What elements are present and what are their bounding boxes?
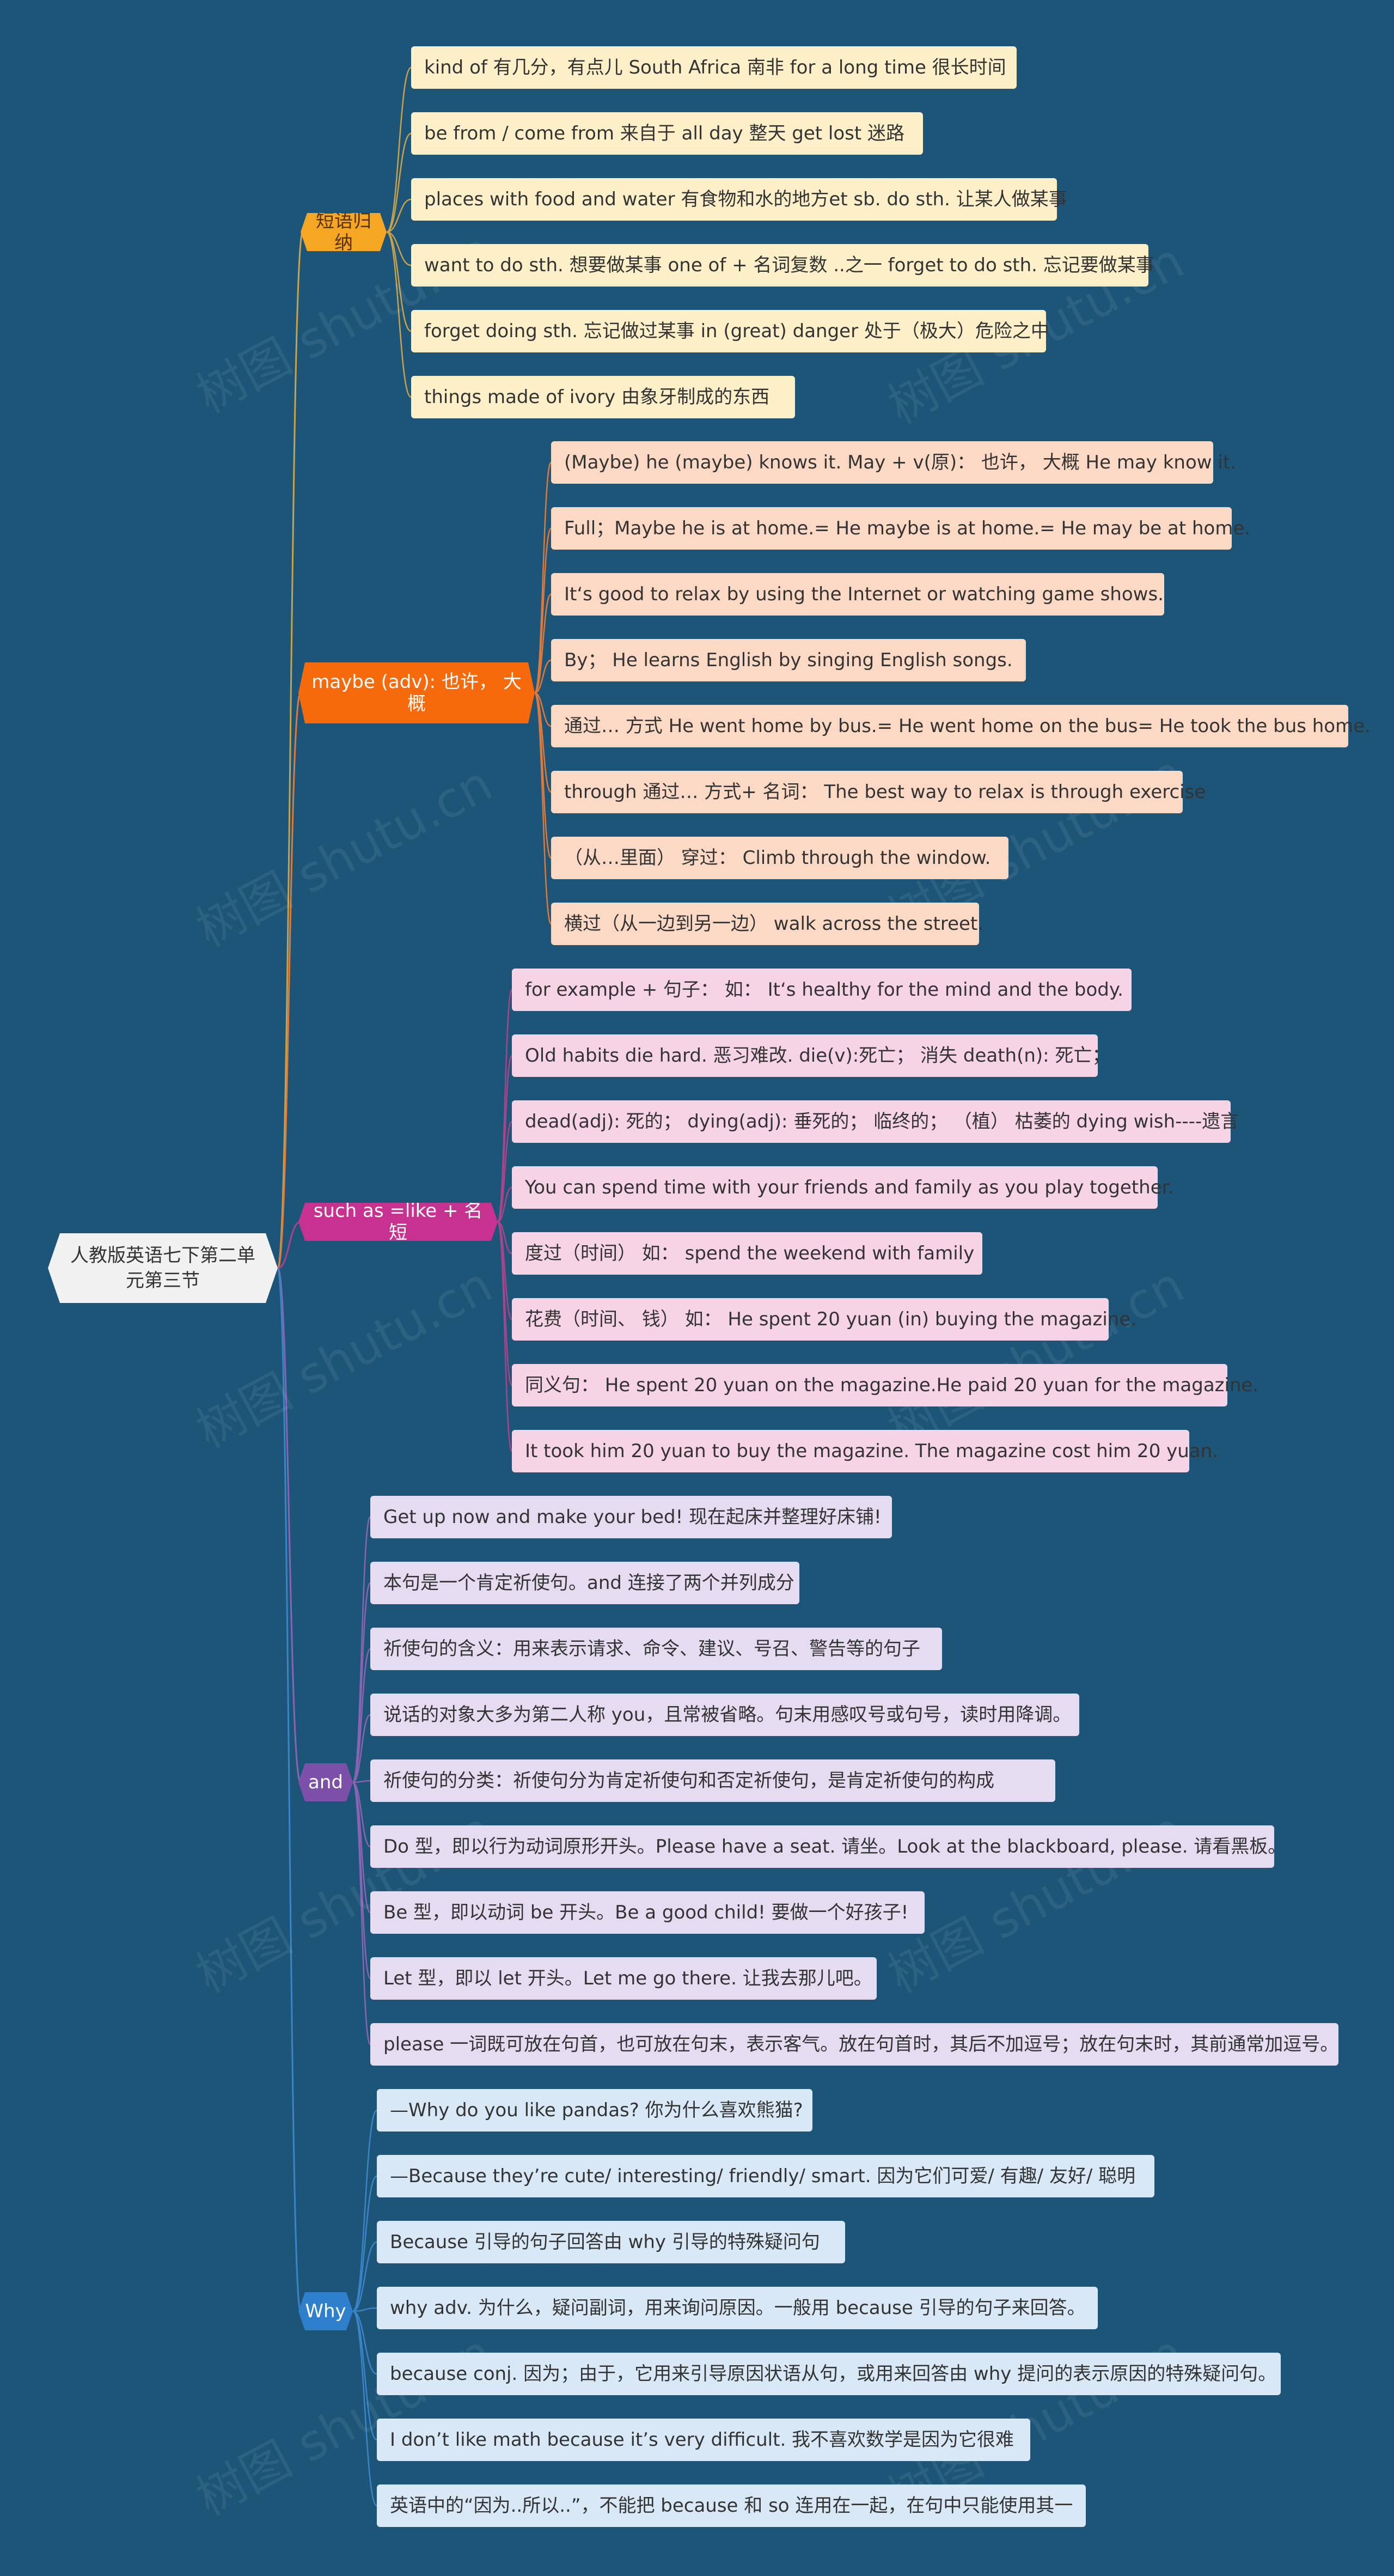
connector-line [352, 1714, 371, 1783]
connector-line [497, 1186, 512, 1223]
branch-node[interactable]: and [298, 1763, 353, 1801]
leaf-node[interactable]: Old habits die hard. 恶习难改. die(v):死亡； 消失… [512, 1034, 1110, 1077]
connector-line [386, 198, 412, 233]
connector-line [352, 2310, 378, 2507]
leaf-node[interactable]: It‘s good to relax by using the Internet… [551, 573, 1164, 616]
connector-line [352, 2109, 378, 2312]
connector-line [534, 593, 552, 694]
leaf-node[interactable]: be from / come from 来自于 all day 整天 get l… [411, 112, 923, 155]
branch-node[interactable]: Why [298, 2292, 353, 2330]
connector-line [386, 231, 412, 266]
leaf-node[interactable]: Be 型，即以动词 be 开头。Be a good child! 要做一个好孩子… [370, 1891, 925, 1934]
connector-line [534, 692, 552, 925]
connector-line [352, 1516, 371, 1783]
connector-line [534, 461, 552, 694]
root-node[interactable]: 人教版英语七下第二单元第三节 [48, 1233, 278, 1303]
leaf-node[interactable]: 同义句： He spent 20 yuan on the magazine.He… [512, 1364, 1258, 1406]
connector-line [277, 231, 304, 1269]
connector-line [277, 1267, 302, 1783]
connector-line [352, 2241, 377, 2312]
leaf-node[interactable]: please 一词既可放在句首，也可放在句末，表示客气。放在句首时，其后不加逗号… [370, 2023, 1338, 2066]
leaf-node[interactable]: why adv. 为什么，疑问副词，用来询问原因。一般用 because 引导的… [377, 2287, 1098, 2329]
leaf-node[interactable]: places with food and water 有食物和水的地方et sb… [411, 178, 1067, 221]
branch-node[interactable]: such as =like + 名短 [298, 1203, 498, 1241]
leaf-node[interactable]: Get up now and make your bed! 现在起床并整理好床铺… [370, 1496, 892, 1538]
connector-line [497, 1120, 513, 1223]
connector-line [497, 1055, 513, 1223]
leaf-node[interactable]: 度过（时间） 如： spend the weekend with family [512, 1232, 982, 1275]
leaf-node[interactable]: （从…里面） 穿过： Climb through the window. [551, 837, 1008, 879]
connector-line [497, 1221, 513, 1386]
leaf-node[interactable]: 说话的对象大多为第二人称 you，且常被省略。句末用感叹号或句号，读时用降调。 [370, 1694, 1079, 1736]
leaf-node[interactable]: 本句是一个肯定祈使句。and 连接了两个并列成分 [370, 1562, 799, 1604]
connector-line [534, 692, 552, 859]
leaf-node[interactable]: It took him 20 yuan to buy the magazine.… [512, 1430, 1218, 1472]
leaf-node[interactable]: 通过… 方式 He went home by bus.= He went hom… [551, 705, 1371, 747]
leaf-node[interactable]: 祈使句的含义：用来表示请求、命令、建议、号召、警告等的句子 [370, 1628, 942, 1670]
connector-line [352, 1781, 371, 2045]
connector-line [386, 66, 412, 233]
leaf-node[interactable]: for example + 句子： 如： It‘s healthy for th… [512, 969, 1132, 1011]
connector-line [352, 1648, 371, 1783]
connector-line [497, 1221, 513, 1452]
connector-line [352, 1780, 371, 1783]
leaf-node[interactable]: I don’t like math because it’s very diff… [377, 2419, 1030, 2461]
leaf-node[interactable]: —Why do you like pandas? 你为什么喜欢熊猫? [377, 2089, 812, 2132]
leaf-node[interactable]: 英语中的“因为..所以..”，不能把 because 和 so 连用在一起，在句… [377, 2484, 1086, 2527]
connector-line [386, 132, 412, 233]
connector-line [534, 527, 552, 694]
leaf-node[interactable]: forget doing sth. 忘记做过某事 in (great) dang… [411, 310, 1049, 352]
leaf-node[interactable]: want to do sth. 想要做某事 one of + 名词复数 ..之一… [411, 244, 1154, 287]
connector-line [497, 1221, 512, 1254]
branch-node[interactable]: maybe (adv): 也许， 大概 [298, 662, 535, 723]
leaf-node[interactable]: Full；Maybe he is at home.= He maybe is a… [551, 507, 1250, 550]
connector-line [534, 692, 552, 727]
leaf-node[interactable]: because conj. 因为；由于，它用来引导原因状语从句，或用来回答由 w… [377, 2353, 1281, 2395]
connector-line [352, 1781, 371, 1848]
leaf-node[interactable]: By； He learns English by singing English… [551, 639, 1026, 681]
branch-node[interactable]: 短语归纳 [301, 213, 387, 251]
leaf-node[interactable]: 祈使句的分类：祈使句分为肯定祈使句和否定祈使句，是肯定祈使句的构成 [370, 1759, 1055, 1802]
leaf-node[interactable]: kind of 有几分，有点儿 South Africa 南非 for a lo… [411, 46, 1017, 89]
leaf-node[interactable]: things made of ivory 由象牙制成的东西 [411, 376, 795, 418]
leaf-node[interactable]: You can spend time with your friends and… [512, 1166, 1173, 1209]
leaf-node[interactable]: (Maybe) he (maybe) knows it. May + v(原)：… [551, 441, 1236, 484]
leaf-node[interactable]: Because 引导的句子回答由 why 引导的特殊疑问句 [377, 2221, 845, 2263]
connector-line [352, 2310, 377, 2441]
connector-line [277, 1267, 302, 2312]
connector-line [277, 692, 302, 1269]
connector-line [352, 1582, 371, 1783]
leaf-node[interactable]: 横过（从一边到另一边） walk across the street. [551, 903, 983, 945]
leaf-node[interactable]: through 通过… 方式+ 名词： The best way to rela… [551, 771, 1206, 813]
leaf-node[interactable]: Let 型，即以 let 开头。Let me go there. 让我去那儿吧。 [370, 1957, 877, 2000]
connector-line [352, 2307, 377, 2312]
connector-line [534, 659, 552, 694]
leaf-node[interactable]: dead(adj): 死的； dying(adj): 垂死的； 临终的； （植）… [512, 1100, 1239, 1143]
leaf-node[interactable]: 花费（时间、 钱） 如： He spent 20 yuan (in) buyin… [512, 1298, 1136, 1341]
connector-line [352, 2175, 377, 2312]
leaf-node[interactable]: Do 型，即以行为动词原形开头。Please have a seat. 请坐。L… [370, 1825, 1286, 1868]
connector-line [352, 2310, 377, 2375]
connector-line [277, 1221, 301, 1269]
connector-line [386, 231, 412, 332]
connector-line [386, 231, 412, 398]
leaf-node[interactable]: —Because they’re cute/ interesting/ frie… [377, 2155, 1154, 2197]
connector-line [497, 989, 513, 1223]
